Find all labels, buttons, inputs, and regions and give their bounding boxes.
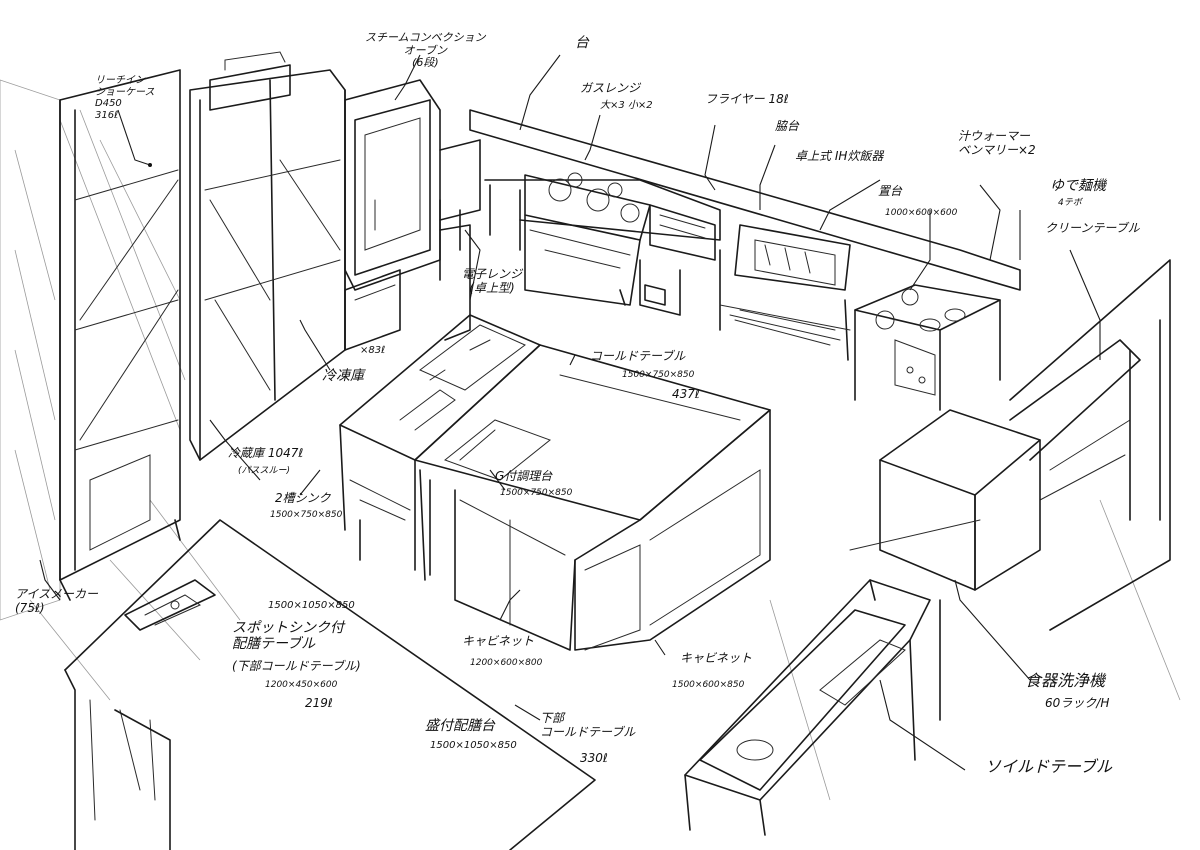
label-dai: 台: [575, 35, 589, 51]
refrigerator-pass-through: [189, 51, 346, 461]
label-cabinet-1: キャビネット: [462, 634, 535, 648]
label-reach-in-showcase: リーチイン ショーケース D450 316ℓ: [95, 75, 155, 121]
label-okidai-spec: 1000×600×600: [885, 208, 958, 218]
label-cabinet-1-spec: 1200×600×800: [470, 658, 543, 668]
label-ice-maker: アイスメーカー (75ℓ): [15, 587, 99, 615]
serving-table: [64, 519, 596, 850]
label-dish-table-spec: 1500×1050×850: [430, 740, 517, 751]
reach-in-showcase: [59, 69, 181, 601]
label-cold-table-vol: 437ℓ: [672, 387, 700, 401]
label-two-sink-spec: 1500×750×850: [270, 510, 343, 520]
wall-shading: [0, 79, 1181, 801]
label-sink-table-vol: 219ℓ: [305, 696, 333, 710]
leader-lines: [39, 54, 1101, 771]
back-counter: [439, 109, 1021, 361]
label-fryer: フライヤー 18ℓ: [705, 92, 789, 106]
label-noodle-boiler-sub: 4テボ: [1058, 198, 1082, 208]
label-lower-cold: 下部 コールドテーブル: [540, 711, 636, 739]
label-gas-range: ガスレンジ: [580, 81, 641, 95]
label-refrigerator: 冷蔵庫 1047ℓ: [228, 446, 304, 460]
label-microwave: 電子レンジ (卓上型): [462, 267, 523, 295]
label-steam-oven: スチームコンベクション オーブン (6段): [365, 31, 486, 70]
clean-table: [1009, 259, 1171, 631]
label-dish-table: 盛付配膳台: [425, 718, 495, 734]
label-dishwasher: 食器洗浄機: [1025, 671, 1106, 690]
label-g-table-spec: 1500×750×850: [500, 488, 573, 498]
label-g-table: G付調理台: [495, 469, 553, 483]
soup-warmer-noodle-boiler: [854, 284, 1001, 411]
label-gas-range-spec: 大×3 小×2: [600, 100, 653, 111]
label-refrigerator-sub: (パススルー): [238, 466, 291, 476]
label-freezer-spec: ×83ℓ: [360, 345, 386, 356]
label-cabinet-2-spec: 1500×600×850: [672, 680, 745, 690]
cooking-table: [414, 344, 771, 651]
label-clean-table: クリーンテーブル: [1045, 221, 1140, 235]
label-rice-cooker: 卓上式 IH炊飯器: [795, 149, 884, 163]
label-sink-table-sub-spec: 1200×450×600: [265, 680, 338, 690]
label-wakidai: 脇台: [775, 119, 800, 133]
label-soiled-table: ソイルドテーブル: [985, 757, 1113, 776]
freezer: [344, 269, 401, 351]
label-sink-table: スポットシンク付 配膳テーブル: [232, 620, 344, 653]
label-cold-table: コールドテーブル: [590, 349, 686, 363]
label-two-sink: 2槽シンク: [275, 491, 331, 505]
label-sink-table-spec: 1500×1050×850: [268, 600, 355, 611]
label-dishwasher-sub: 60ラック/H: [1045, 696, 1110, 710]
label-soup-warmer: 汁ウォーマー ベンマリー×2: [958, 129, 1036, 157]
label-freezer: 冷凍庫: [322, 368, 364, 384]
dishwasher: [849, 409, 1041, 721]
label-okidai: 置台: [878, 184, 903, 198]
label-sink-table-sub: (下部コールドテーブル): [232, 659, 361, 673]
label-cold-table-spec: 1500×750×850: [622, 370, 695, 380]
label-cabinet-2: キャビネット: [680, 651, 753, 665]
soiled-table: [684, 579, 931, 836]
label-noodle-boiler: ゆで麺機: [1050, 178, 1106, 194]
label-lower-cold-vol: 330ℓ: [580, 751, 608, 765]
